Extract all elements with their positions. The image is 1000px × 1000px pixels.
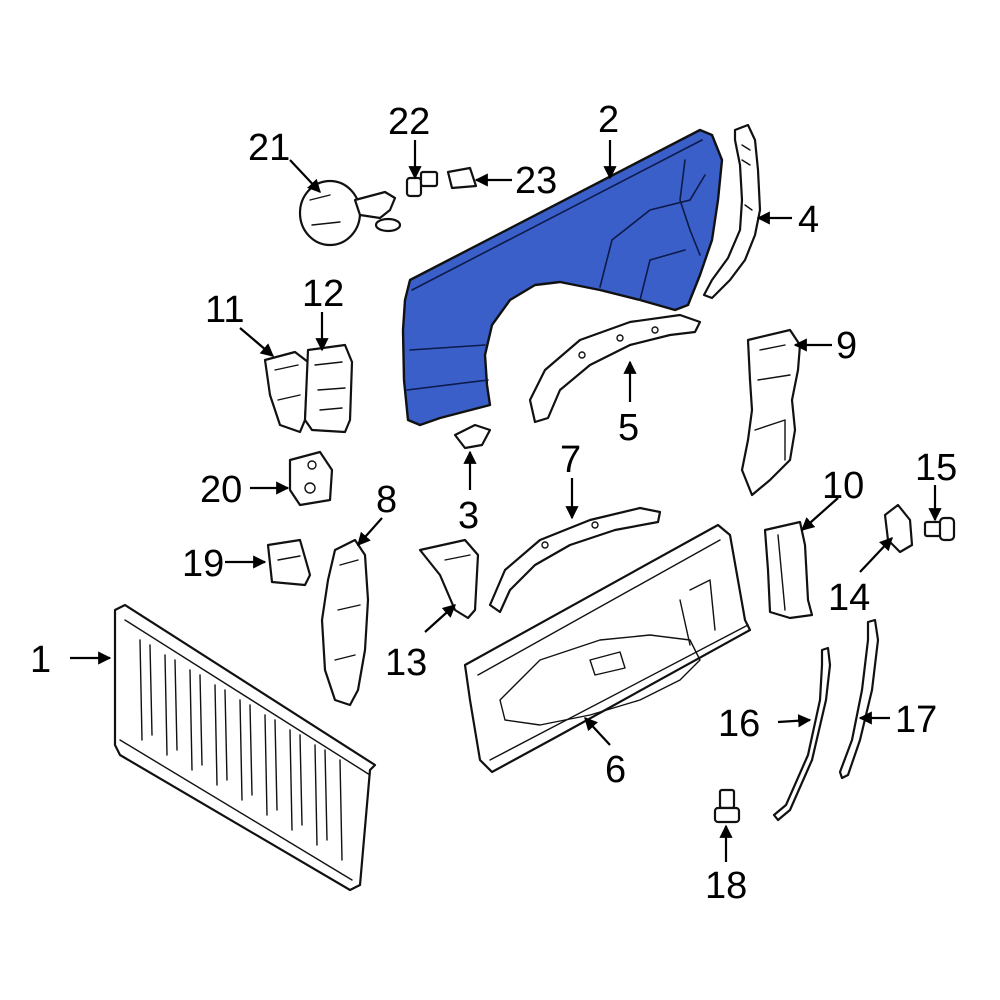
callout-2[interactable]: 2 <box>598 99 619 141</box>
part-9-rear-post[interactable] <box>740 328 802 497</box>
part-2-side-panel[interactable] <box>401 128 724 427</box>
part-13-gusset[interactable] <box>418 538 480 620</box>
callout-labels: 1 2 3 4 5 6 7 8 9 10 11 12 13 14 15 16 1… <box>30 99 957 907</box>
part-5-wheelhouse-liner[interactable] <box>528 313 702 424</box>
callout-3[interactable]: 3 <box>458 495 479 537</box>
part-19-striker[interactable] <box>266 538 312 587</box>
part-16-rod[interactable] <box>772 646 832 822</box>
callout-12[interactable]: 12 <box>302 273 344 315</box>
callout-15[interactable]: 15 <box>915 447 957 489</box>
part-18-stud[interactable] <box>713 788 741 824</box>
callout-23[interactable]: 23 <box>515 160 557 202</box>
part-23-clip[interactable] <box>446 166 478 190</box>
part-20-latch[interactable] <box>288 450 334 507</box>
callout-7[interactable]: 7 <box>560 439 581 481</box>
callout-14[interactable]: 14 <box>828 577 870 619</box>
callout-4[interactable]: 4 <box>798 199 819 241</box>
callout-13[interactable]: 13 <box>385 642 427 684</box>
part-7-wheelhouse-trim[interactable] <box>488 506 662 614</box>
part-6-bed-floor[interactable] <box>463 523 752 774</box>
callout-21[interactable]: 21 <box>248 127 290 169</box>
part-15-bolt[interactable] <box>923 516 956 542</box>
part-1-tailgate[interactable] <box>113 603 377 892</box>
part-22-bolt[interactable] <box>405 170 439 198</box>
callout-9[interactable]: 9 <box>836 325 857 367</box>
part-17-rod[interactable] <box>838 618 880 780</box>
callout-5[interactable]: 5 <box>618 407 639 449</box>
callout-20[interactable]: 20 <box>200 469 242 511</box>
callout-10[interactable]: 10 <box>822 465 864 507</box>
part-21-fuel-door[interactable] <box>298 179 402 247</box>
callout-17[interactable]: 17 <box>895 699 937 741</box>
callout-16[interactable]: 16 <box>718 703 760 745</box>
part-10-rear-post[interactable] <box>763 520 814 620</box>
part-3-bracket[interactable] <box>453 423 492 450</box>
leader-lines <box>70 140 942 862</box>
part-8-pillar[interactable] <box>320 538 370 707</box>
callout-8[interactable]: 8 <box>376 479 397 521</box>
part-11-bracket[interactable] <box>263 350 310 434</box>
callout-11[interactable]: 11 <box>205 289 244 331</box>
callout-18[interactable]: 18 <box>705 865 747 907</box>
callout-1[interactable]: 1 <box>30 639 51 681</box>
part-4-corner-post[interactable] <box>702 123 762 300</box>
callout-19[interactable]: 19 <box>182 543 224 585</box>
callout-22[interactable]: 22 <box>388 101 430 143</box>
callout-6[interactable]: 6 <box>605 749 626 791</box>
part-14-tab[interactable] <box>883 503 914 554</box>
part-12-bracket-plate[interactable] <box>303 343 354 434</box>
